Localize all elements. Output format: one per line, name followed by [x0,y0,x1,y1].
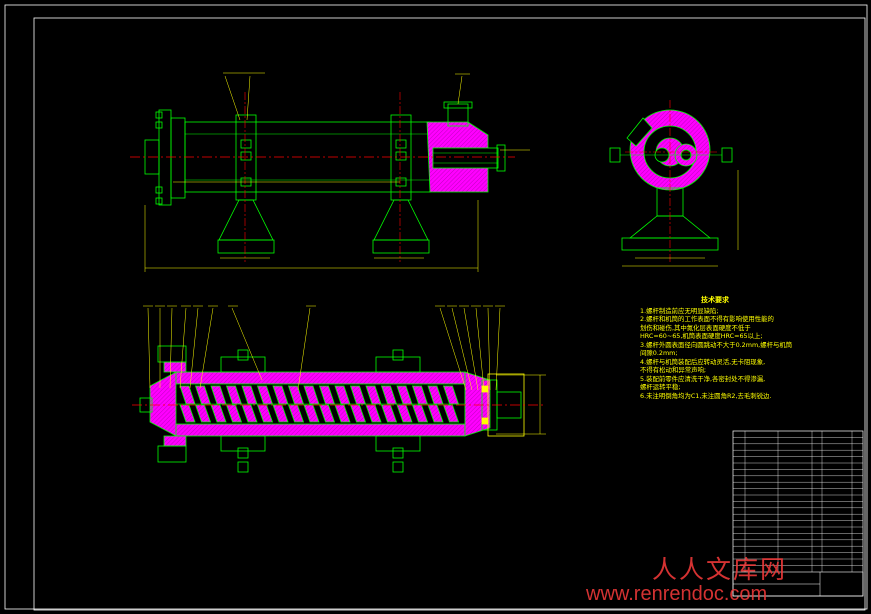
support-base [217,239,275,254]
hopper-flange [443,101,473,109]
left-flange [158,109,172,206]
leader-line [297,307,311,391]
outer-border [4,4,868,610]
tech-req-title: 技术要求 [701,296,729,304]
tech-req-line: 不得有松动和异常声响; [640,366,707,374]
flange-bolt [155,186,163,194]
tech-req-line: 2.螺杆和机筒的工作表面不得有影响使用性能的 [640,315,774,323]
leader-line [231,307,263,381]
seal-mark [481,417,489,425]
leader-line [495,307,501,391]
flange-bottom [157,445,187,463]
drawing-frame [4,4,868,611]
leader-line [147,307,151,389]
support-gusset [373,199,429,241]
screw-flight-lower [225,404,243,423]
support-clamp-bottom [375,435,421,452]
parts-list-border [732,430,864,597]
shaft-collar [496,144,506,172]
screw-flight-lower [411,404,429,423]
tech-req-line: 螺杆运转平稳; [640,383,681,391]
support-post [235,114,257,201]
tech-req-line: 1.螺杆制造前应无明显缺陷; [640,306,719,315]
clamp-bolt [395,139,407,149]
leader-line [451,307,473,391]
left-flange-inner [170,117,186,199]
support-clamp-top [220,356,266,373]
tech-req-line: 划伤和碰伤,其中氮化层表面硬度不低于 [640,323,751,332]
inner-border [33,17,866,611]
title-block [732,430,864,597]
flange-bolt [155,121,163,129]
tech-req-line: 6.未注明倒角均为C1,未注圆角R2,去毛刺锐边. [640,391,772,400]
clamp-bolt [240,151,252,161]
section-view [132,305,546,473]
leader-line [189,307,199,389]
support-base [372,239,430,254]
leader-line [179,307,187,389]
leader-line [457,75,463,105]
clamp-bolt [395,151,407,161]
barrel-wall-top [174,371,466,385]
clamp-bolt-bottom [237,447,249,459]
die-bolt-top [163,361,187,373]
leader-line [487,307,491,391]
tech-req-line: 5.装配前零件应清洗干净,各密封处不得渗漏, [640,374,766,383]
flange-top [157,345,187,363]
side-notch [626,117,653,147]
leader-line [246,75,251,121]
tech-req-line: HRC=60~65,机筒表面硬度HRC=65以上; [640,332,763,340]
barrel-wall-bottom [174,423,466,437]
screw-flight-lower [334,404,351,423]
leader-line [463,307,479,391]
flange-bolt [155,111,163,119]
clamp-bolt-top [237,349,249,361]
support-clamp-top [375,356,421,373]
leader-line [475,307,485,391]
leader-line [439,307,467,391]
clamp-bolt-bottom [392,447,404,459]
side-bolt [609,147,621,163]
leader-line [224,75,241,121]
clamp-nut-bottom [237,461,249,473]
side-view [609,100,739,267]
tech-req-line: 4.螺杆与机筒装配后应转动灵活,无卡阻现象, [640,357,766,366]
leader-line [199,307,214,389]
flange-bolt [155,197,163,205]
bearing-housing [464,371,491,437]
seal-mark [481,385,489,393]
clamp-bolt-top [392,349,404,361]
support-gusset [218,199,274,241]
leader-line [169,307,173,389]
drive-shaft [432,147,499,169]
tech-req-line: 3.螺杆外圆表面径向圆跳动不大于0.2mm,螺杆与机筒 [640,340,793,349]
tech-req-line: 间隙0.2mm; [640,349,678,357]
screw-flight-lower [442,404,460,423]
clamp-bolt [240,139,252,149]
technical-requirements: 技术要求 1.螺杆制造前应无明显缺陷; 2.螺杆和机筒的工作表面不得有影响使用性… [640,296,793,400]
screw-flight-lower [194,404,212,423]
front-view [130,72,530,272]
clamp-nut-bottom [392,461,404,473]
die-bolt-bottom [163,435,187,447]
die-head [149,371,177,437]
support-clamp-bottom [220,435,266,452]
side-bolt [721,147,733,163]
support-post [390,114,412,201]
screw-flight-lower [303,404,320,423]
